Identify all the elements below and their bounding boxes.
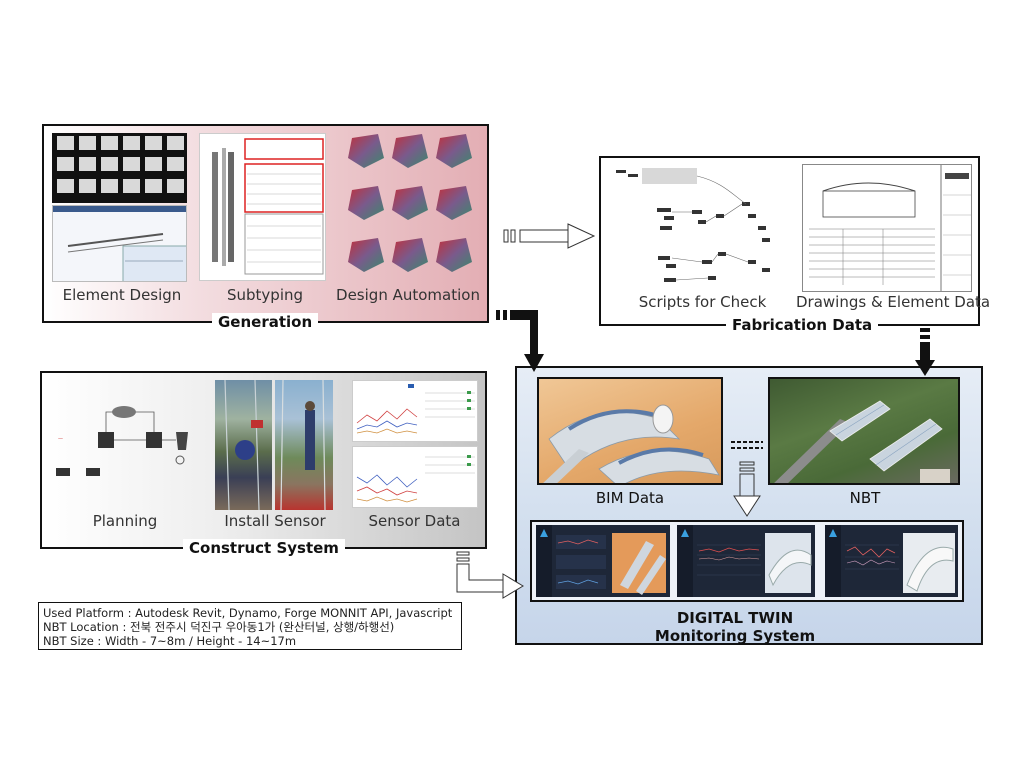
sensor-data-chart-2 [352, 446, 478, 508]
drawings-element-data-label: Drawings & Element Data [796, 293, 991, 311]
dashboard-screen-2 [677, 525, 815, 597]
install-sensor-photo-1 [215, 380, 272, 510]
sensor-data-chart-1 [352, 380, 478, 442]
arrow-construct-to-digital-twin [456, 551, 524, 599]
dashboard-screen-1 [536, 525, 670, 597]
design-automation-thumbnail [340, 130, 480, 285]
info-platform: Used Platform : Autodesk Revit, Dynamo, … [43, 606, 453, 620]
subtyping-label: Subtyping [226, 286, 304, 304]
install-sensor-photo-2 [275, 380, 333, 510]
nbt-label: NBT [849, 489, 881, 507]
dashboard-screen-3 [825, 525, 958, 597]
element-design-viewport [52, 205, 187, 282]
digital-twin-title-line2: Monitoring System [654, 627, 816, 645]
drawings-thumbnail [802, 164, 972, 292]
bim-nbt-link [731, 441, 763, 449]
planning-thumbnail: — [52, 398, 202, 488]
arrow-fabrication-to-nbt [915, 328, 935, 376]
install-sensor-label: Install Sensor [224, 512, 326, 530]
scripts-for-check-label: Scripts for Check [638, 293, 767, 311]
generation-title: Generation [212, 313, 319, 331]
fabrication-title: Fabrication Data [726, 316, 879, 334]
construct-title: Construct System [183, 539, 345, 557]
svg-text:—: — [58, 436, 63, 442]
design-automation-label: Design Automation [336, 286, 480, 304]
arrow-generation-to-digital-twin [496, 310, 544, 372]
arrow-to-dashboards [733, 461, 761, 517]
element-design-label: Element Design [62, 286, 182, 304]
digital-twin-title: DIGITAL TWIN Monitoring System [620, 609, 850, 645]
bim-data-label: BIM Data [595, 489, 665, 507]
info-box: Used Platform : Autodesk Revit, Dynamo, … [38, 602, 462, 650]
digital-twin-title-line1: DIGITAL TWIN [676, 609, 794, 627]
arrow-generation-to-fabrication [503, 223, 596, 249]
info-size: NBT Size : Width - 7~8m / Height - 14~17… [43, 634, 297, 648]
planning-label: Planning [92, 512, 158, 530]
scripts-thumbnail [612, 164, 792, 292]
subtyping-thumbnail [199, 133, 326, 281]
bim-data-thumbnail [537, 377, 723, 485]
element-design-thumbnail [52, 133, 187, 203]
sensor-data-label: Sensor Data [368, 512, 461, 530]
info-location: NBT Location : 전북 전주시 덕진구 우아동1가 (완산터널, 상… [43, 620, 395, 634]
nbt-photo [768, 377, 960, 485]
